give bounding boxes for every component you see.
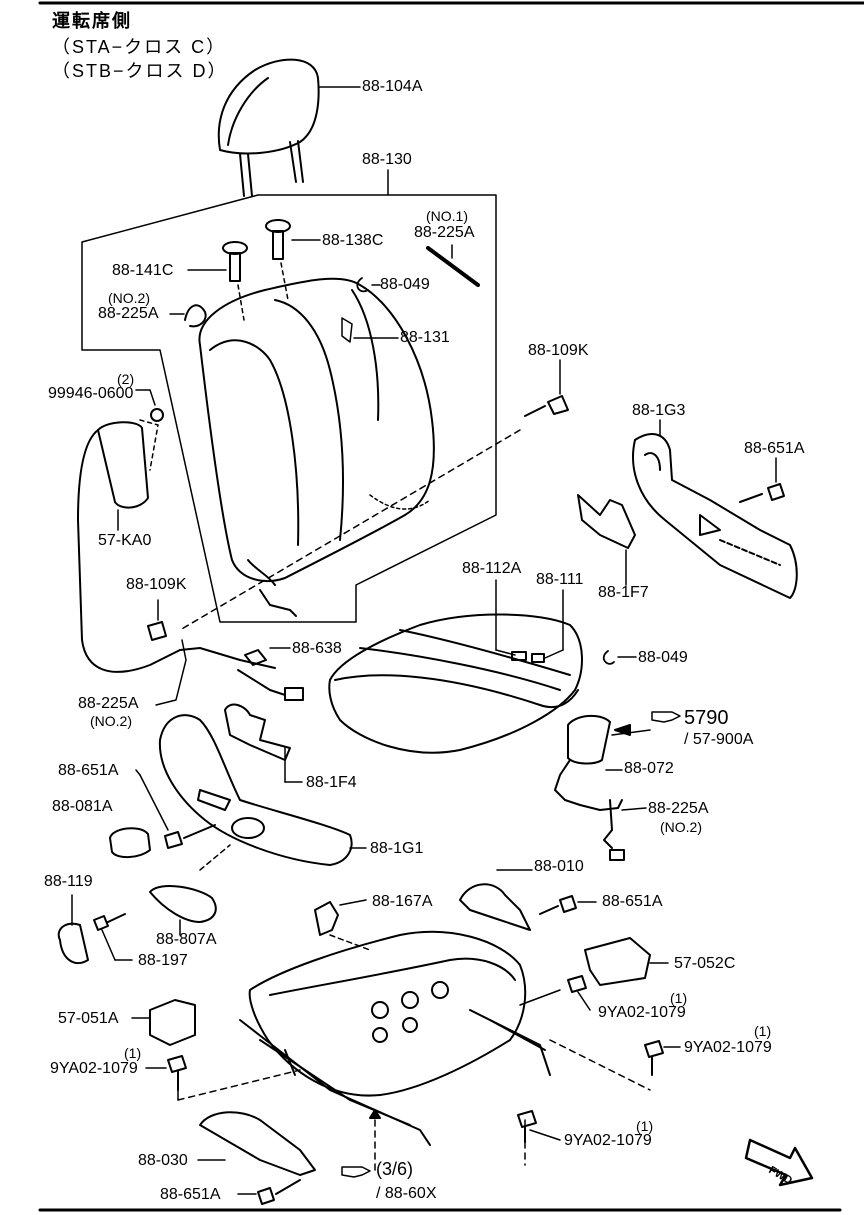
label-57-052C: 57-052C <box>674 955 736 972</box>
label-qty-1-c: (1) <box>124 1045 142 1061</box>
label-9YA02-1079-c: 9YA02-1079 <box>50 1060 138 1077</box>
label-no2-c: (NO.2) <box>660 819 702 835</box>
label-88-130: 88-130 <box>362 151 412 168</box>
seat-belt-buckle <box>554 714 625 861</box>
label-88-119: 88-119 <box>44 873 93 890</box>
headrest-guides <box>187 219 321 321</box>
model-line-1: （STA−クロス C） <box>52 37 227 57</box>
label-88-167A: 88-167A <box>372 893 433 910</box>
label-88-049-b: 88-049 <box>638 649 688 666</box>
label-88-225A-no1: 88-225A <box>414 224 475 241</box>
side-airbag <box>77 419 181 673</box>
label-88-138C: 88-138C <box>322 232 384 249</box>
label-88-081A: 88-081A <box>52 798 113 815</box>
label-88-049-a: 88-049 <box>380 276 430 293</box>
label-57-KA0: 57-KA0 <box>98 532 152 549</box>
label-88-638: 88-638 <box>292 640 342 657</box>
label-qty-1-b: (1) <box>754 1023 772 1039</box>
label-88-131: 88-131 <box>400 329 450 346</box>
label-9YA02-1079-d: 9YA02-1079 <box>564 1132 652 1149</box>
label-5790: 5790 <box>684 707 729 729</box>
forward-arrow-icon <box>744 1138 814 1187</box>
label-99946-0600: 99946-0600 <box>48 385 134 402</box>
label-57-900A: / 57-900A <box>684 731 754 748</box>
label-88-010: 88-010 <box>534 858 584 875</box>
label-88-109K-a: 88-109K <box>528 342 589 359</box>
label-88-111: 88-111 <box>536 571 584 588</box>
diagram-title: 運転席側 <box>52 11 132 31</box>
headrest <box>217 58 320 197</box>
label-88-109K-b: 88-109K <box>126 576 187 593</box>
side-shield-inner <box>158 714 353 866</box>
label-no2-b: (NO.2) <box>90 713 132 729</box>
label-88-60X: / 88-60X <box>376 1185 437 1202</box>
label-88-104A: 88-104A <box>362 78 423 95</box>
label-88-225A-a: 88-225A <box>98 305 159 322</box>
pointing-hand-icon <box>341 711 681 1178</box>
label-88-1F7: 88-1F7 <box>598 584 649 601</box>
label-88-651A-c: 88-651A <box>602 893 663 910</box>
label-88-141C: 88-141C <box>112 262 174 279</box>
label-88-1G1: 88-1G1 <box>370 840 424 857</box>
label-88-1F4: 88-1F4 <box>306 774 357 791</box>
label-57-051A: 57-051A <box>58 1010 119 1027</box>
label-qty-1-d: (1) <box>636 1118 654 1134</box>
label-3-6: (3/6) <box>376 1159 414 1179</box>
label-88-112A: 88-112A <box>462 560 522 577</box>
label-9YA02-1079-a: 9YA02-1079 <box>598 1004 686 1021</box>
model-line-2: （STB−クロス D） <box>52 61 228 81</box>
label-88-651A-b: 88-651A <box>58 762 119 779</box>
seat-cushion <box>328 613 583 754</box>
label-88-072: 88-072 <box>624 760 674 777</box>
seat-back-cushion <box>198 277 435 617</box>
label-88-651A-a: 88-651A <box>744 440 805 457</box>
label-88-030: 88-030 <box>138 1152 188 1169</box>
label-88-225A-b: 88-225A <box>78 695 139 712</box>
label-88-1G3: 88-1G3 <box>632 402 686 419</box>
label-no2-a: (NO.2) <box>108 290 150 306</box>
label-88-225A-c: 88-225A <box>648 800 709 817</box>
label-no1: (NO.1) <box>426 208 468 224</box>
label-88-197: 88-197 <box>138 952 188 969</box>
label-88-651A-d: 88-651A <box>160 1186 221 1203</box>
label-qty-1-a: (1) <box>670 990 688 1006</box>
label-88-807A: 88-807A <box>156 931 217 948</box>
side-shield-outer <box>632 433 798 599</box>
label-qty-2: (2) <box>117 371 135 387</box>
seat-frame <box>239 930 551 1146</box>
label-9YA02-1079-b: 9YA02-1079 <box>684 1039 772 1056</box>
